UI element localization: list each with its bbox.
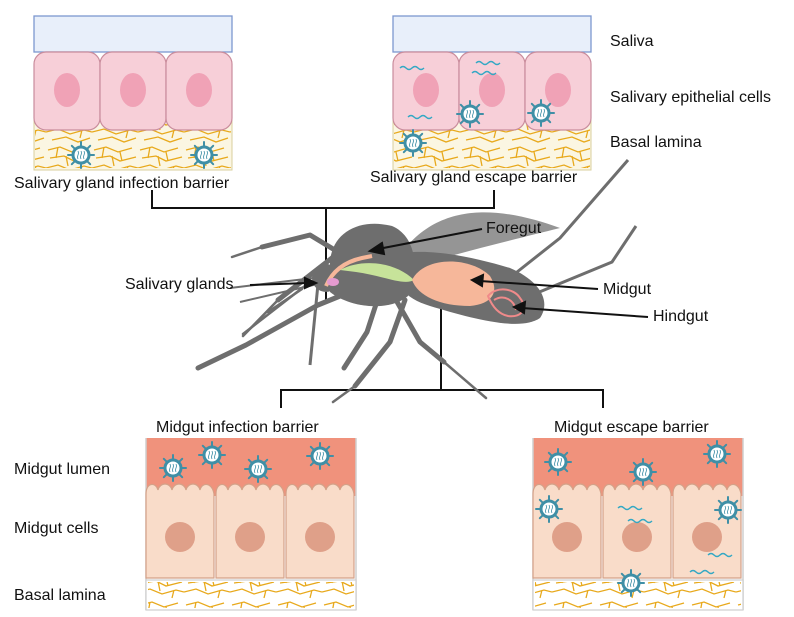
hindgut-label: Hindgut (653, 307, 708, 327)
mg-escape-panel (533, 438, 743, 610)
virus-particle-icon (199, 442, 225, 468)
sg-escape-panel (393, 16, 591, 170)
basal-lamina-top-label: Basal lamina (610, 133, 702, 153)
basal-lamina-bottom-label: Basal lamina (14, 586, 106, 606)
salivary-epithelial-cells-label: Salivary epithelial cells (610, 88, 771, 108)
mg-infection-panel (146, 438, 356, 610)
salivary-glands-label: Salivary glands (125, 275, 234, 295)
virus-particle-icon (528, 100, 554, 126)
virus-particle-icon (545, 449, 571, 475)
virus-particle-icon (245, 456, 271, 482)
virus-particle-icon (191, 142, 217, 168)
sg-infection-panel (34, 16, 232, 170)
mosquito-illustration (198, 160, 636, 402)
midgut-cells-label: Midgut cells (14, 519, 98, 539)
sg-escape-barrier-title: Salivary gland escape barrier (370, 168, 577, 188)
mg-infection-barrier-title: Midgut infection barrier (156, 418, 319, 438)
virus-particle-icon (400, 130, 426, 156)
virus-particle-icon (630, 459, 656, 485)
virus-particle-icon (536, 496, 562, 522)
virus-particle-icon (160, 455, 186, 481)
sg-infection-barrier-title: Salivary gland infection barrier (14, 174, 229, 194)
virus-particle-icon (457, 101, 483, 127)
virus-particle-icon (68, 142, 94, 168)
virus-particle-icon (715, 497, 741, 523)
midgut-label: Midgut (603, 280, 651, 300)
virus-particle-icon (307, 443, 333, 469)
virus-particle-icon (704, 441, 730, 467)
virus-particle-icon (618, 570, 644, 596)
midgut-lumen-label: Midgut lumen (14, 460, 110, 480)
foregut-label: Foregut (486, 219, 541, 239)
saliva-label: Saliva (610, 32, 654, 52)
mg-escape-barrier-title: Midgut escape barrier (554, 418, 709, 438)
